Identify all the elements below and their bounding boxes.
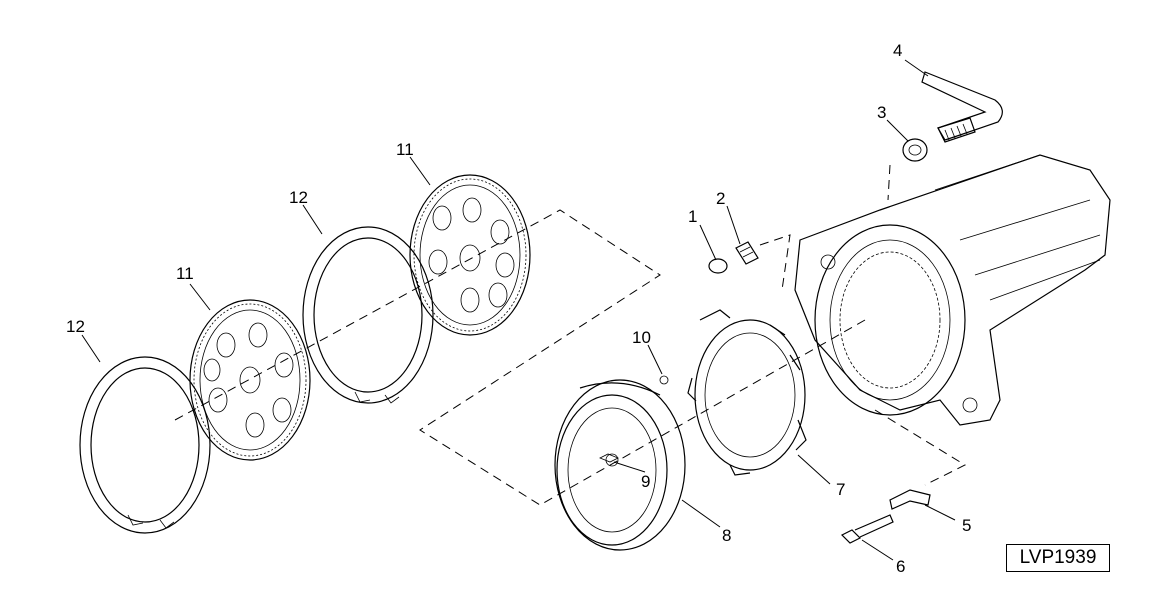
callout-6: 6 (896, 557, 905, 576)
callout-10: 10 (632, 328, 651, 347)
friction-disk-11-right (409, 174, 531, 336)
callout-7: 7 (836, 480, 845, 499)
leader-lines (81, 59, 956, 561)
cap-screw-6 (840, 514, 894, 544)
callout-8: 8 (722, 526, 731, 545)
transmission-housing (794, 154, 1111, 426)
separator-plate-12-right (302, 226, 434, 404)
lever-shaft-4 (921, 71, 1003, 143)
callout-4: 4 (893, 41, 902, 60)
callout-3: 3 (877, 103, 886, 122)
seal-3 (902, 138, 928, 162)
bracket-5 (889, 489, 931, 510)
snap-ring-1 (708, 258, 728, 274)
callout-11-left: 11 (176, 264, 194, 283)
figure-id-label: LVP1939 (1006, 544, 1110, 572)
friction-disk-11-left (189, 299, 311, 461)
separator-plate-12-left (79, 356, 211, 534)
assembly-center-lines (174, 164, 967, 506)
callout-12-right: 12 (289, 188, 308, 207)
callout-labels: 1 2 3 4 5 6 7 8 9 10 11 11 12 12 (66, 41, 971, 576)
callout-12-left: 12 (66, 317, 85, 336)
plug-2 (735, 241, 759, 265)
callout-9: 9 (641, 472, 650, 491)
callout-5: 5 (962, 516, 971, 535)
callout-11-right: 11 (396, 140, 414, 159)
pressure-plate-8 (554, 379, 686, 551)
ball-10 (659, 375, 669, 385)
callout-1: 1 (688, 207, 697, 226)
callout-2: 2 (716, 189, 725, 208)
bracket-ring-7 (687, 309, 807, 476)
valve-9 (599, 453, 619, 463)
